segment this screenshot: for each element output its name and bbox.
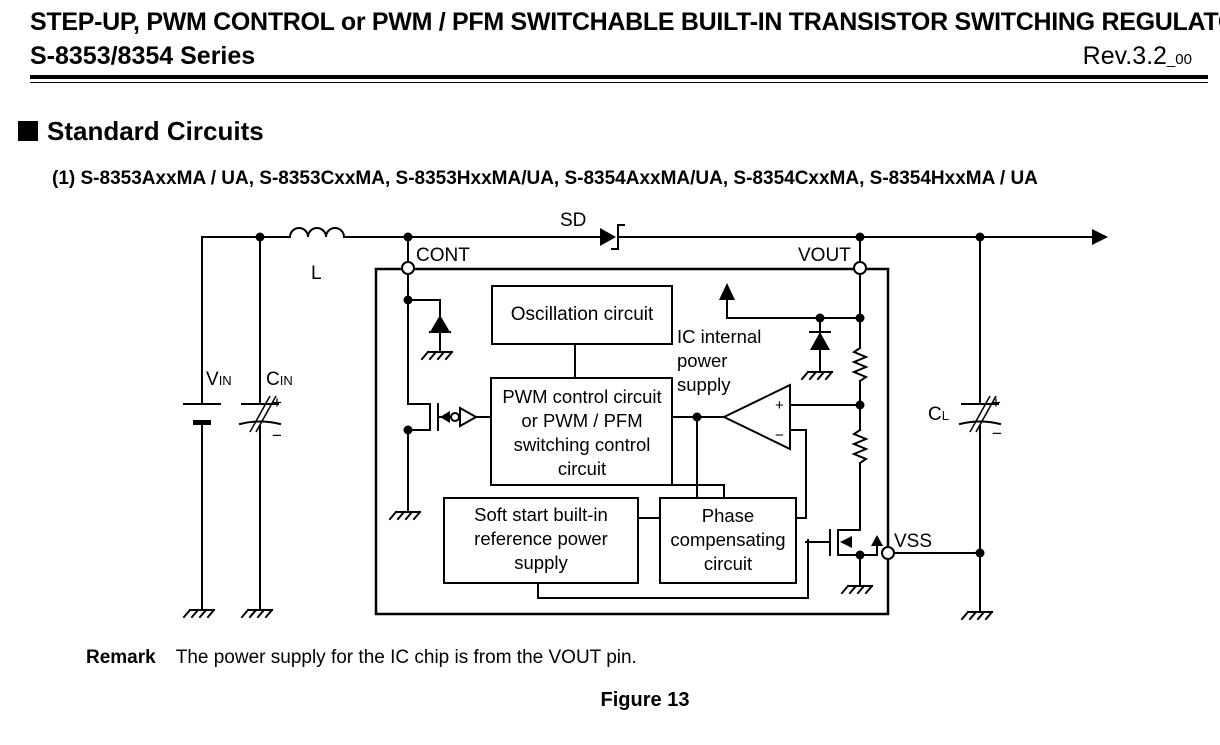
- label-vin-main: V: [206, 369, 219, 390]
- block-pwm-line-4: circuit: [558, 458, 606, 479]
- label-cl: CL: [928, 404, 949, 425]
- document-series: S-8353/8354 Series: [30, 42, 256, 70]
- label-cin: CIN: [266, 369, 293, 390]
- label-inductor: L: [311, 263, 322, 284]
- document-header-title: STEP-UP, PWM CONTROL or PWM / PFM SWITCH…: [30, 8, 1220, 36]
- label-sd: SD: [560, 210, 586, 231]
- document-revision: Rev.3.2_00: [1083, 42, 1192, 71]
- section-title: Standard Circuits: [47, 116, 264, 146]
- label-cl-main: C: [928, 404, 942, 425]
- block-oscillation-label: Oscillation circuit: [511, 304, 654, 325]
- remark: Remark The power supply for the IC chip i…: [86, 647, 637, 669]
- block-softstart-line-3: supply: [514, 552, 568, 573]
- remark-text: The power supply for the IC chip is from…: [175, 647, 637, 668]
- header-rule-thin: [30, 82, 1208, 83]
- block-softstart-line-1: Soft start built-in: [474, 504, 608, 525]
- block-phase-line-1: Phase: [702, 505, 754, 526]
- label-cin-plus: +: [272, 393, 282, 412]
- block-pwm-line-2: or PWM / PFM: [521, 410, 642, 431]
- label-vout-pin: VOUT: [798, 245, 851, 266]
- label-cin-main: C: [266, 369, 280, 390]
- label-vin-sub: IN: [219, 373, 232, 388]
- label-cin-minus: −: [272, 426, 282, 445]
- label-cont-pin: CONT: [416, 245, 470, 266]
- figure-caption: Figure 13: [600, 689, 690, 711]
- label-vin: VIN: [206, 369, 232, 390]
- block-pwm-line-3: switching control: [514, 434, 651, 455]
- header-rule-thick: [30, 75, 1208, 79]
- block-pwm-line-1: PWM control circuit: [502, 386, 661, 407]
- square-bullet-icon: [18, 121, 38, 141]
- revision-number: Rev.3.2: [1082, 42, 1167, 70]
- block-phase-line-3: circuit: [704, 553, 752, 574]
- block-softstart-line-2: reference power: [474, 528, 608, 549]
- label-ic-internal-1: IC internal: [677, 326, 761, 347]
- label-ic-internal-3: supply: [677, 374, 731, 395]
- remark-label: Remark: [86, 647, 156, 668]
- label-cl-sub: L: [942, 408, 949, 423]
- section-subtitle: (1) S-8353AxxMA / UA, S-8353CxxMA, S-835…: [52, 168, 1038, 189]
- label-opamp-plus: +: [775, 397, 784, 414]
- section-heading: Standard Circuits: [18, 116, 264, 147]
- label-opamp-minus: −: [775, 427, 784, 444]
- block-phase-line-2: compensating: [670, 529, 785, 550]
- label-vss-pin: VSS: [894, 531, 932, 552]
- label-cl-plus: +: [991, 393, 1001, 412]
- label-ic-internal-2: power: [677, 350, 727, 371]
- label-cl-minus: −: [992, 424, 1002, 443]
- label-cin-sub: IN: [280, 373, 293, 388]
- revision-suffix: _00: [1166, 51, 1192, 68]
